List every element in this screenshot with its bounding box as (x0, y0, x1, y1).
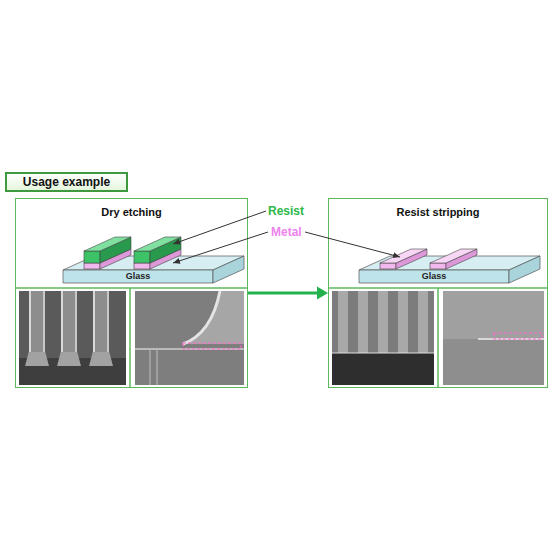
panel-divider (129, 288, 131, 388)
section-title: Usage example (7, 174, 126, 190)
sem-photo (19, 291, 126, 385)
arrow-shaft (248, 292, 319, 295)
sem-edge (29, 291, 31, 352)
panel-title: Dry etching (16, 205, 247, 219)
sem-resist-edge (183, 291, 220, 344)
material-label: Glass (63, 270, 213, 283)
sem-resist-profile (183, 291, 244, 344)
resist-top (134, 237, 181, 251)
glass-substrate: Glass (359, 256, 540, 284)
sem-edge (332, 352, 434, 353)
flow-arrow (248, 286, 328, 299)
sem-edge (61, 291, 63, 352)
leader-line (173, 211, 266, 244)
panel-divider (328, 287, 548, 289)
panel-divider (437, 288, 439, 388)
sem-line (149, 349, 150, 385)
step-panel: Dry etchingGlass (15, 198, 248, 388)
part-label: Metal (271, 225, 302, 239)
material-label: Glass (359, 270, 509, 283)
sem-pillar-foot (57, 351, 81, 366)
sem-line (156, 349, 157, 385)
sem-edge (43, 291, 45, 352)
part-label: Resist (268, 204, 304, 218)
glass-shape (63, 256, 244, 284)
sem-stripe (418, 291, 428, 353)
sem-substrate (19, 358, 126, 385)
panel-title: Resist stripping (329, 205, 547, 219)
sem-pillar (93, 291, 109, 352)
step-panel: Resist strippingGlass (328, 198, 548, 388)
glass-shape (359, 256, 540, 284)
panel-divider (15, 287, 248, 289)
sem-pillar (29, 291, 45, 352)
sem-edge (93, 291, 95, 352)
sem-photo (332, 291, 434, 385)
resist-top (84, 237, 131, 251)
sem-stripe (398, 291, 408, 353)
metal-highlight (183, 343, 241, 349)
sem-substrate (443, 339, 544, 385)
sem-photo (443, 291, 544, 385)
metal-highlight (494, 333, 542, 339)
sem-photo (135, 291, 244, 385)
sem-pillar-foot (25, 351, 49, 366)
dry-etching-art (15, 237, 248, 388)
sem-film-line (478, 338, 544, 340)
leader-line (305, 232, 400, 257)
sem-pillar (61, 291, 77, 352)
sem-substrate (332, 353, 434, 385)
section-tag: Usage example (5, 172, 128, 192)
resist-stripping-art (328, 249, 548, 388)
sem-edge (107, 291, 109, 352)
arrow-head (317, 286, 328, 299)
sem-stripe (338, 291, 348, 353)
sem-stripe (358, 291, 368, 353)
sem-edge (75, 291, 77, 352)
sem-stripe (378, 291, 388, 353)
sem-film-line (135, 348, 244, 350)
sem-pillar-foot (89, 351, 113, 366)
glass-substrate: Glass (63, 256, 244, 284)
